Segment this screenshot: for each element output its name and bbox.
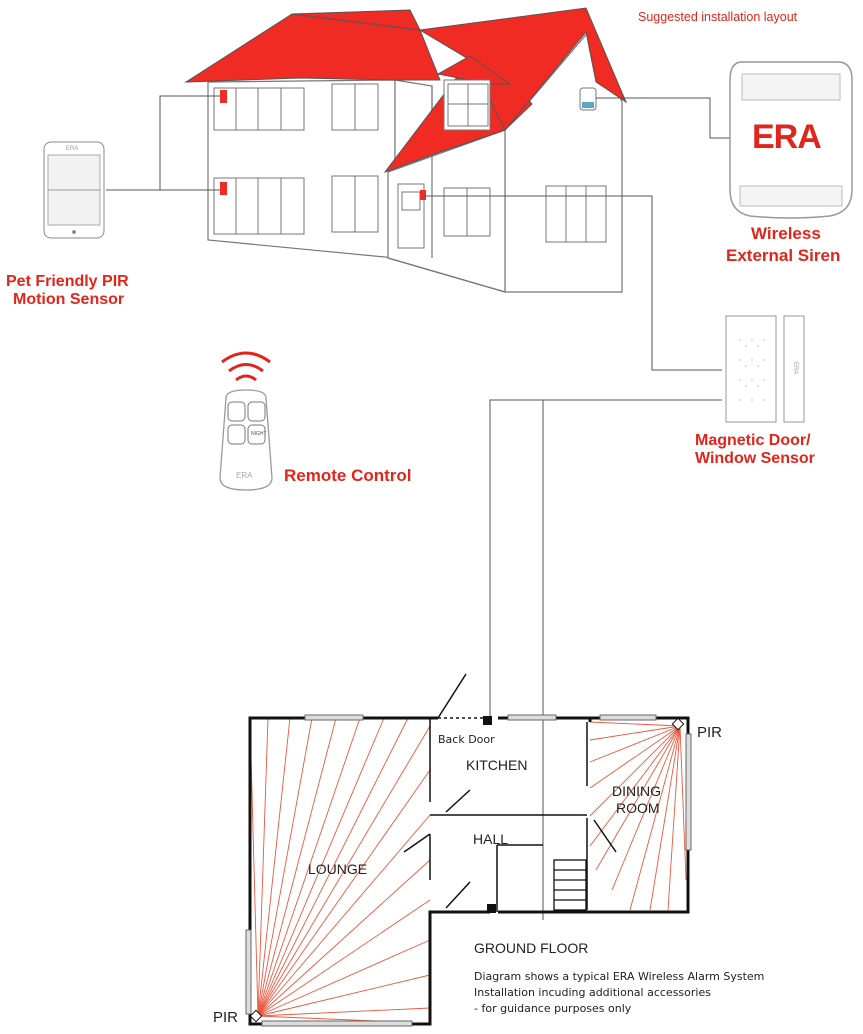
remote-brand-text: ERA (236, 471, 253, 480)
pir-top-marker (671, 717, 685, 731)
room-label-hall: HALL (473, 831, 509, 847)
floorplan-stairs (553, 859, 587, 911)
room-label-lounge: LOUNGE (308, 861, 368, 877)
siren-device-image (729, 61, 853, 219)
siren-on-house (579, 87, 597, 111)
room-label-dining-line1: DINING (612, 783, 661, 799)
pir-bottom-label: PIR (213, 1009, 239, 1026)
door-sensor-label-line1: Magnetic Door/ (695, 432, 811, 449)
door-sensor-label-line2: Window Sensor (695, 450, 815, 467)
hall-door-sensor-marker (487, 904, 496, 913)
remote-key-text: NIGHT (251, 431, 267, 437)
siren-brand-logo: ERA (752, 118, 822, 156)
connector-lines (106, 95, 730, 920)
pir-bottom-marker (249, 1009, 263, 1023)
room-label-kitchen: KITCHEN (466, 757, 528, 773)
main-roof-side (291, 9, 421, 31)
room-label-dining-line2: ROOM (616, 800, 660, 816)
back-door-sensor-marker (483, 716, 492, 725)
floorplan-inner-walls (403, 673, 617, 912)
caption-line3: - for guidance purposes only (474, 1002, 632, 1015)
caption-line2: Installation incuding additional accesso… (474, 986, 711, 999)
pir-sensor-lower-marker (220, 182, 227, 195)
pir-top-label: PIR (697, 724, 723, 741)
pir-brand-text: ERA (66, 146, 79, 152)
siren-label-line2: External Siren (726, 246, 841, 265)
pir-beams-lounge (249, 717, 431, 1023)
floorplan-window-frames (245, 714, 692, 1027)
floorplan-title: GROUND FLOOR (474, 940, 589, 956)
pir-device-image (43, 141, 105, 239)
house-windows (213, 83, 607, 249)
door-sensor-marker (420, 190, 426, 200)
siren-label-line1: Wireless (751, 224, 821, 243)
remote-device-image (219, 351, 273, 491)
pir-beams-dining (589, 721, 687, 911)
pir-label-line2: Motion Sensor (13, 291, 125, 308)
caption-line1: Diagram shows a typical ERA Wireless Ala… (474, 970, 765, 983)
door-sensor-device-image (725, 315, 805, 423)
back-door-label: Back Door (438, 733, 495, 746)
pir-label-line1: Pet Friendly PIR (6, 273, 129, 290)
wifi-signal-icon (221, 351, 271, 364)
remote-label: Remote Control (284, 466, 412, 485)
floorplan-dashed-openings (430, 717, 488, 913)
door-sensor-brand-text: ERA (792, 362, 798, 375)
installation-note: Suggested installation layout (638, 10, 798, 24)
pir-sensor-upper-marker (220, 90, 227, 103)
